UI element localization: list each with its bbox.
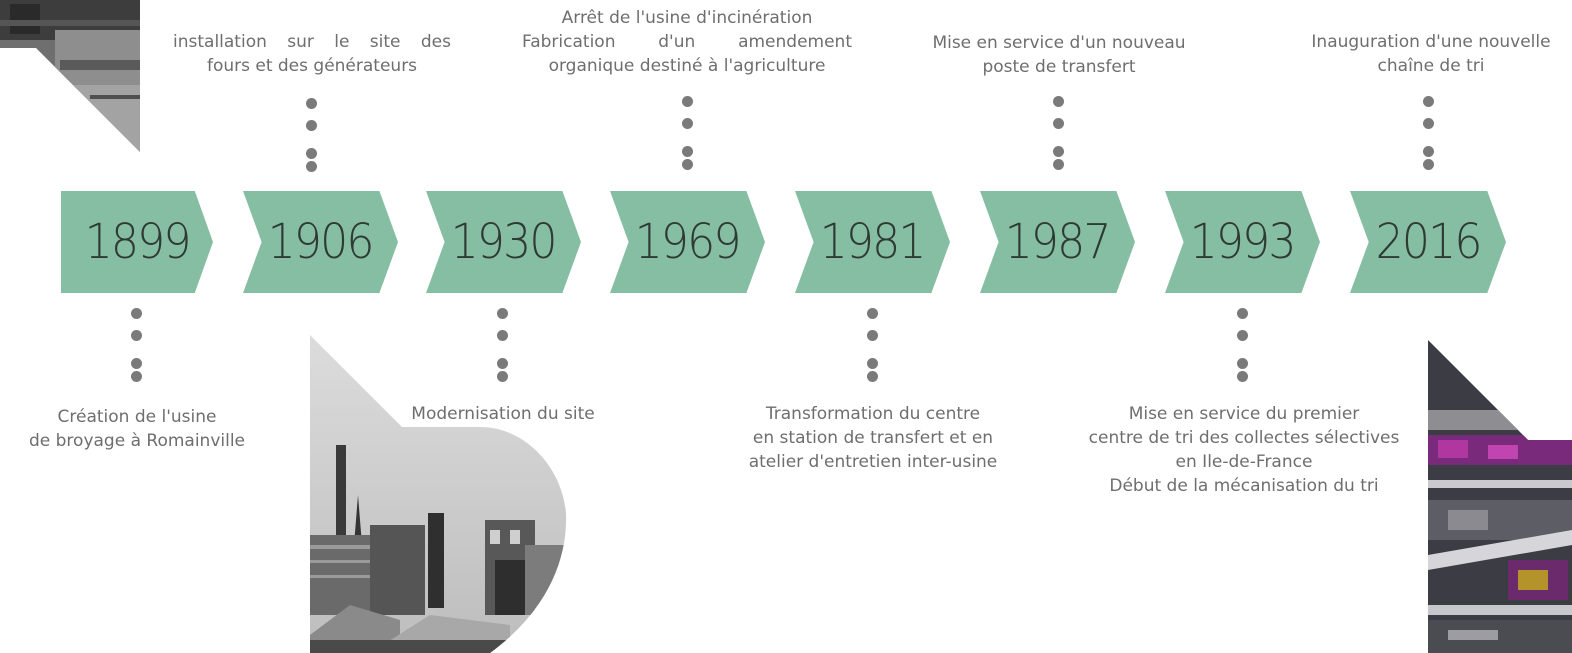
dot <box>682 118 693 129</box>
dot <box>497 371 508 382</box>
dot <box>1423 96 1434 107</box>
dot <box>682 159 693 170</box>
dot <box>1053 96 1064 107</box>
caption-line: chaîne de tri <box>1377 56 1485 76</box>
dot <box>131 358 142 369</box>
caption-line: poste de transfert <box>982 57 1136 77</box>
dot <box>867 371 878 382</box>
caption-line: atelier d'entretien inter-usine <box>748 452 998 472</box>
caption-line: Inauguration d'une nouvelle <box>1311 32 1551 52</box>
chevron-1899: 1899 <box>61 191 213 293</box>
dot <box>497 358 508 369</box>
dot <box>497 308 508 319</box>
chevron-1993: 1993 <box>1165 191 1320 293</box>
dot <box>867 308 878 319</box>
dot <box>131 308 142 319</box>
caption-line: Mise en service du premier <box>1128 404 1360 424</box>
caption-line: centre de tri des collectes sélectives <box>1088 428 1400 448</box>
caption-line: en Ile-de-France <box>1175 452 1313 472</box>
year-label: 1969 <box>634 214 742 270</box>
dot <box>306 148 317 159</box>
caption-line: Arrêt de l'usine d'incinération <box>561 8 813 28</box>
dot <box>1423 159 1434 170</box>
dot <box>1237 358 1248 369</box>
chevron-1969: 1969 <box>610 191 765 293</box>
dot <box>682 96 693 107</box>
dot <box>131 330 142 341</box>
chevron-2016: 2016 <box>1350 191 1506 293</box>
dot <box>1237 308 1248 319</box>
year-label: 2016 <box>1375 214 1482 270</box>
milestone-caption-1899: Création de l'usine de broyage à Romainv… <box>2 405 272 453</box>
dot <box>497 330 508 341</box>
caption-line: installation sur le site des <box>173 32 451 52</box>
chevron-1987: 1987 <box>980 191 1135 293</box>
dot <box>1053 118 1064 129</box>
caption-line: Modernisation du site <box>411 404 595 424</box>
dot <box>867 358 878 369</box>
dot <box>1053 159 1064 170</box>
chevron-1930: 1930 <box>426 191 581 293</box>
dot <box>306 120 317 131</box>
dot <box>306 98 317 109</box>
caption-line: Création de l'usine <box>57 407 217 427</box>
dot <box>682 146 693 157</box>
year-label: 1993 <box>1189 214 1297 270</box>
milestone-caption-1981: Transformation du centre en station de t… <box>723 402 1023 474</box>
milestone-caption-1930: Modernisation du site <box>383 402 623 426</box>
milestone-caption-1987: Mise en service d'un nouveau poste de tr… <box>910 31 1208 79</box>
caption-line: Début de la mécanisation du tri <box>1109 476 1379 496</box>
year-label: 1987 <box>1004 214 1112 270</box>
dot <box>1423 118 1434 129</box>
year-label: 1930 <box>450 214 558 270</box>
historic-factory-photo-bottom <box>310 335 572 653</box>
caption-line: fours et des générateurs <box>206 56 418 76</box>
dot <box>306 161 317 172</box>
year-label: 1899 <box>84 214 191 270</box>
year-label: 1981 <box>819 214 927 270</box>
year-label: 1906 <box>267 214 375 270</box>
milestone-caption-1993: Mise en service du premier centre de tri… <box>1065 402 1423 498</box>
milestone-caption-2016: Inauguration d'une nouvelle chaîne de tr… <box>1290 30 1572 78</box>
caption-line: Transformation du centre <box>765 404 981 424</box>
dot <box>1053 146 1064 157</box>
modern-sorting-line-photo <box>1428 340 1572 653</box>
chevron-1981: 1981 <box>795 191 950 293</box>
milestone-caption-1969: Arrêt de l'usine d'incinération Fabricat… <box>522 6 852 78</box>
chevron-1906: 1906 <box>243 191 398 293</box>
caption-line: Mise en service d'un nouveau <box>932 33 1186 53</box>
dot <box>131 371 142 382</box>
caption-line: en station de transfert et en <box>752 428 994 448</box>
caption-line: organique destiné à l'agriculture <box>548 56 826 76</box>
dot <box>1237 371 1248 382</box>
milestone-caption-1906: installation sur le site des fours et de… <box>173 30 451 78</box>
dot <box>1423 146 1434 157</box>
dot <box>1237 330 1248 341</box>
caption-line: Fabrication d'un amendement <box>522 32 852 52</box>
caption-line: de broyage à Romainville <box>28 431 246 451</box>
historic-factory-photo-top-left <box>0 0 140 152</box>
dot <box>867 330 878 341</box>
